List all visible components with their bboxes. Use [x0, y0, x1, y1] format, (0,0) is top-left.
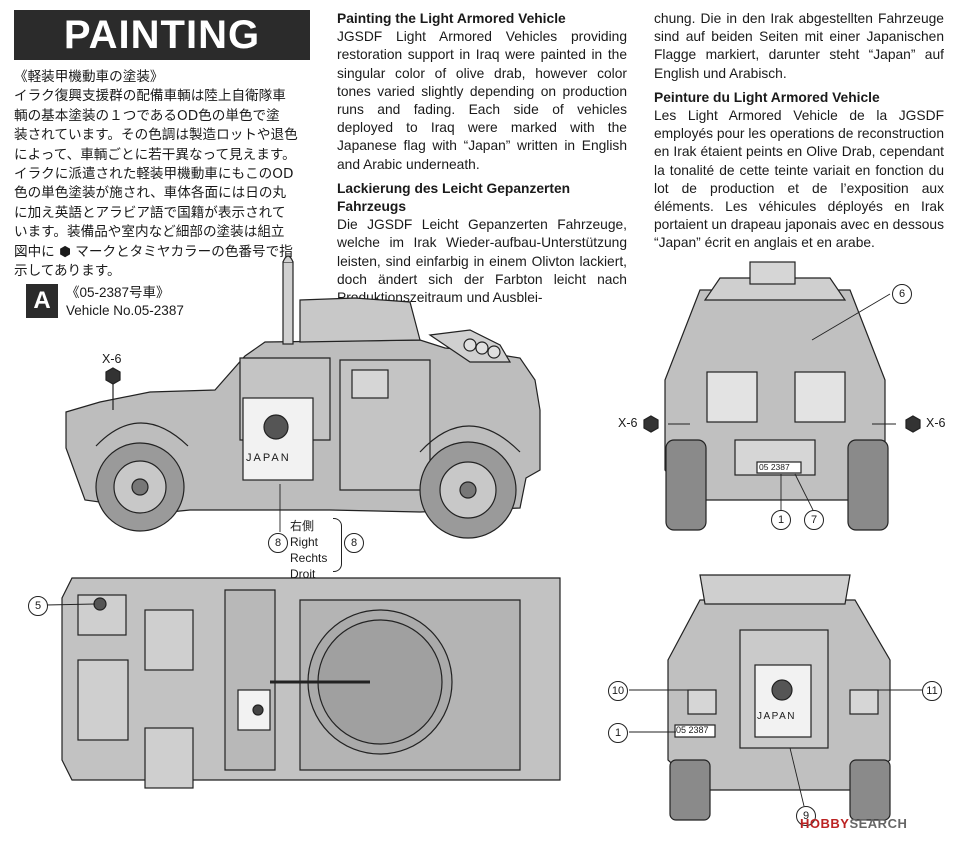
top-view-drawing	[61, 577, 561, 789]
watermark-brand: HOBBY	[800, 816, 850, 831]
jp-line: います。装備品や室内など細部の塗装は組立	[14, 224, 285, 241]
callout-6: 6	[892, 284, 912, 304]
callout-10: 10	[608, 681, 628, 701]
callout-9: 9	[796, 806, 816, 826]
jp-line: イラクに派遣された軽装甲機動車にもこのOD	[14, 166, 294, 183]
jp-line: に加え英語とアラビア語で国籍が表示されて	[14, 204, 286, 221]
side-label: 右側 Right Rechts Droit	[290, 518, 327, 582]
jp-line: 装されています。その色調は製造ロットや退色	[14, 127, 298, 144]
rear-flag-text: JAPAN	[757, 711, 796, 722]
page-title: PAINTING	[63, 12, 261, 57]
callout-5: 5	[28, 596, 48, 616]
jp-line: 輌の基本塗装の１つであるOD色の単色で塗	[14, 107, 280, 124]
side-label-fr: Droit	[290, 567, 316, 581]
callout-8-side: 8	[268, 533, 288, 553]
side-label-de: Rechts	[290, 551, 328, 565]
callout-8-bracket: 8	[344, 533, 364, 553]
vehicle-id: 《05-2387号車》 Vehicle No.05-2387	[66, 284, 184, 320]
jp-line: 図中に ⬢ マークとタミヤカラーの色番号で指	[14, 243, 293, 260]
side-view-drawing	[65, 255, 541, 539]
japanese-description: 《軽装甲機動車の塗装》 イラク復興支援群の配備車輌は陸上自衛隊車 輌の基本塗装の…	[14, 68, 314, 281]
french-heading: Peinture du Light Armored Vehicle	[654, 89, 880, 105]
jp-heading: 《軽装甲機動車の塗装》	[14, 69, 164, 85]
german-french-column: chung. Die in den Irak abgestellten Fahr…	[654, 10, 944, 253]
vehicle-number-jp: 《05-2387号車》	[66, 285, 170, 300]
side-flag-text: JAPAN	[246, 452, 291, 464]
front-plate: 05 2387	[759, 462, 790, 472]
callout-1-front: 1	[771, 510, 791, 530]
jp-line: 色の単色塗装が施され、車体各面には日の丸	[14, 185, 287, 202]
vehicle-number-en: Vehicle No.05-2387	[66, 303, 184, 318]
paint-code-front-left: X-6	[618, 416, 638, 430]
vehicle-variant-badge: A	[26, 284, 58, 318]
leader-lines	[45, 293, 922, 807]
side-label-bracket	[333, 518, 342, 572]
paint-code-front-right: X-6	[926, 416, 946, 430]
side-label-en: Right	[290, 535, 319, 549]
side-label-jp: 右側	[290, 519, 315, 533]
watermark-suffix: SEARCH	[849, 816, 908, 831]
callout-7: 7	[804, 510, 824, 530]
french-body: Les Light Armored Vehicle de la JGSDF em…	[654, 108, 944, 251]
jp-line: によって、車輌ごとに若干異なって見えます。	[14, 146, 296, 163]
watermark: HOBBYSEARCH	[800, 816, 907, 831]
jp-line: 示してあります。	[14, 263, 121, 280]
rear-view-drawing	[667, 574, 891, 821]
paint-code-side: X-6	[102, 352, 122, 366]
front-view-drawing	[643, 261, 921, 531]
german-body-part2: chung. Die in den Irak abgestellten Fahr…	[654, 11, 944, 81]
english-body: JGSDF Light Armored Vehicles providing r…	[337, 29, 627, 172]
jp-line: イラク復興支援群の配備車輌は陸上自衛隊車	[14, 88, 286, 105]
callout-11: 11	[922, 681, 942, 701]
callout-1-rear: 1	[608, 723, 628, 743]
painting-title-banner: PAINTING	[14, 10, 310, 60]
rear-plate: 05 2387	[676, 725, 709, 735]
german-heading: Lackierung des Leicht Gepanzerten Fahrze…	[337, 180, 571, 215]
english-heading: Painting the Light Armored Vehicle	[337, 11, 566, 26]
